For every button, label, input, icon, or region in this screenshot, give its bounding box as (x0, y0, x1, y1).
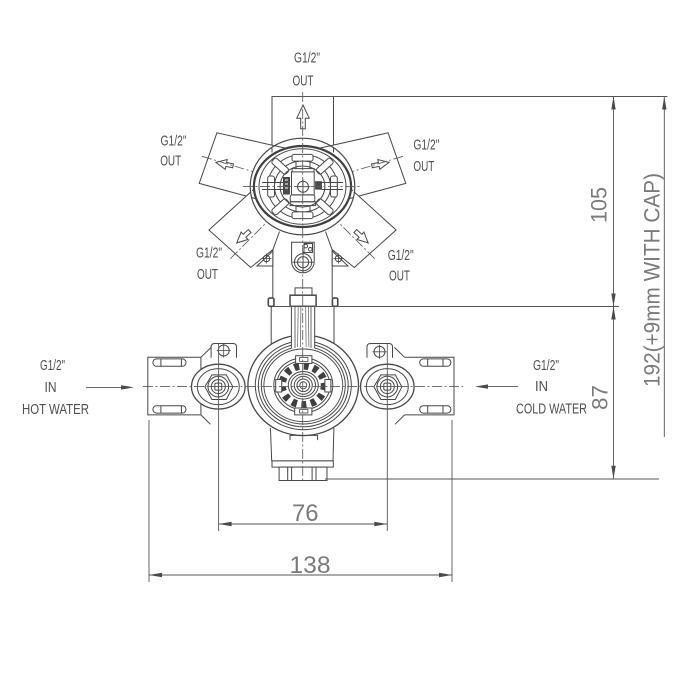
svg-text:OUT: OUT (413, 158, 434, 175)
svg-text:IN: IN (45, 379, 57, 396)
svg-text:G1/2": G1/2" (161, 133, 187, 150)
svg-text:COLD WATER: COLD WATER (516, 401, 587, 418)
svg-text:G1/2": G1/2" (388, 247, 414, 264)
svg-text:105: 105 (587, 187, 612, 223)
svg-text:G1/2": G1/2" (533, 357, 559, 374)
svg-text:G1/2": G1/2" (294, 50, 320, 67)
svg-text:87: 87 (588, 385, 613, 410)
svg-text:138: 138 (290, 552, 331, 579)
svg-text:76: 76 (292, 500, 319, 527)
svg-text:IN: IN (535, 378, 548, 395)
svg-text:OUT: OUT (293, 73, 314, 90)
svg-text:192(+9mm WITH CAP): 192(+9mm WITH CAP) (640, 173, 665, 387)
svg-text:G1/2": G1/2" (40, 357, 65, 374)
svg-text:G1/2": G1/2" (196, 245, 222, 262)
svg-text:OUT: OUT (197, 266, 218, 283)
svg-text:OUT: OUT (160, 153, 181, 170)
svg-text:HOT WATER: HOT WATER (22, 401, 89, 418)
svg-text:G1/2": G1/2" (413, 137, 439, 154)
svg-text:OUT: OUT (389, 268, 410, 285)
